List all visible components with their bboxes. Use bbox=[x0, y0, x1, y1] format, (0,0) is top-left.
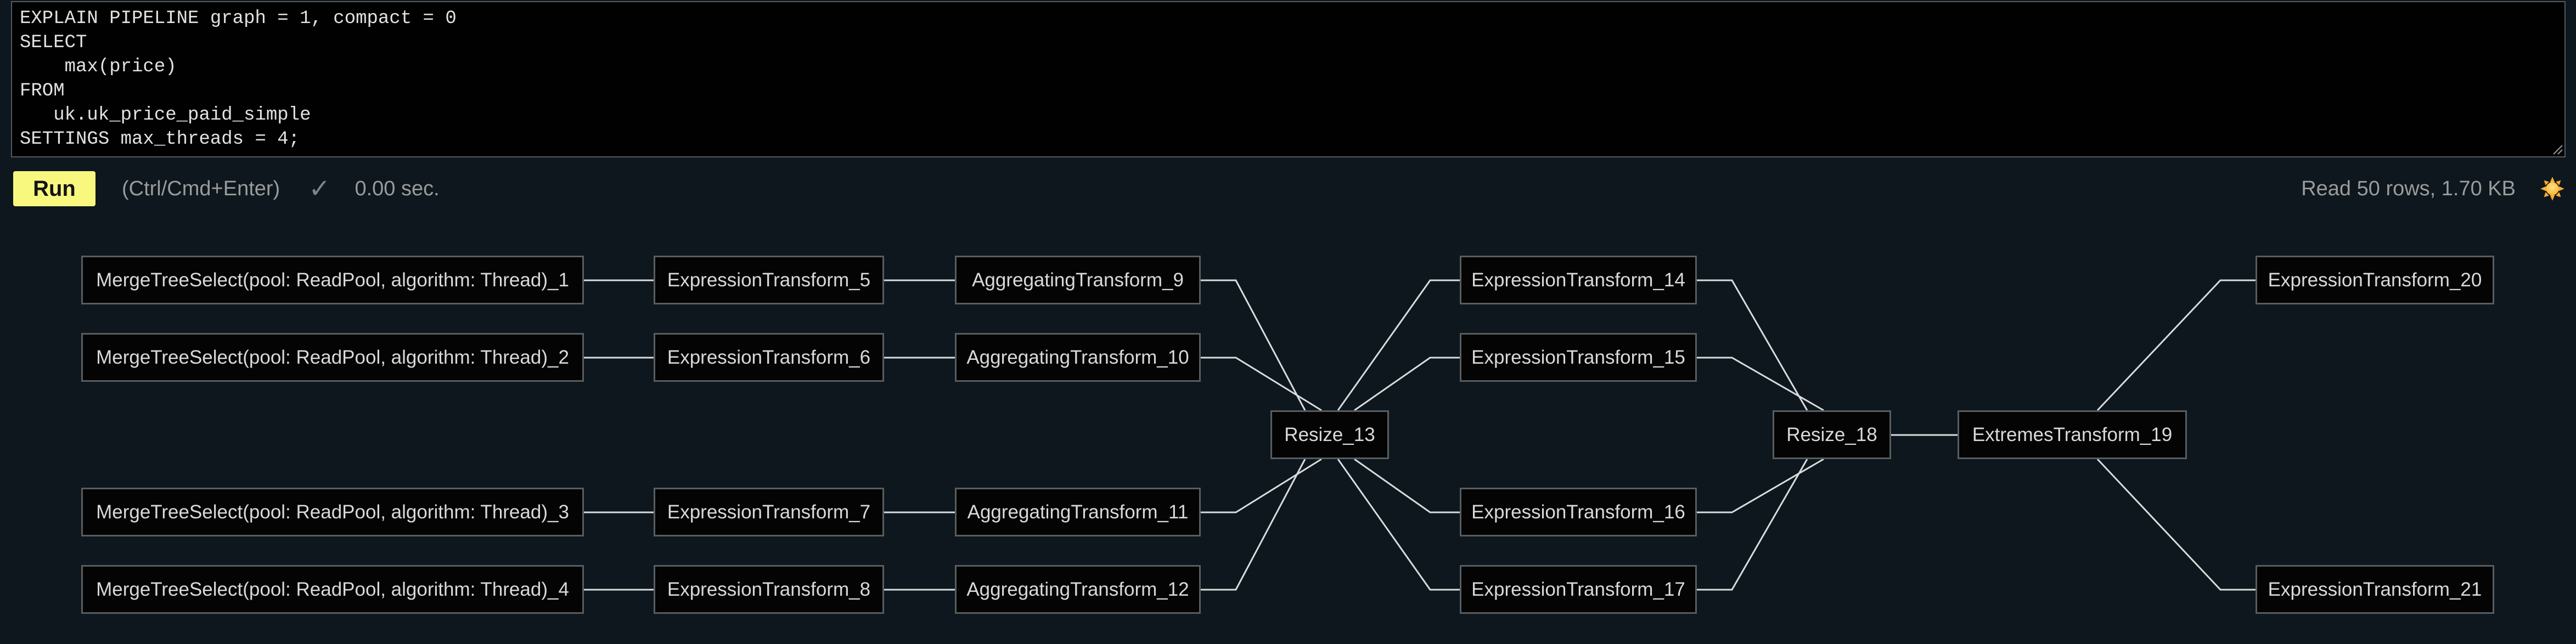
pipeline-edge-ExtremesTransform_19-to-ExpressionTransform_21 bbox=[2096, 458, 2256, 591]
pipeline-node-ExpressionTransform_6: ExpressionTransform_6 bbox=[654, 333, 884, 382]
pipeline-node-MergeTreeSelect_2: MergeTreeSelect(pool: ReadPool, algorith… bbox=[81, 333, 584, 382]
pipeline-edge-AggregatingTransform_11-to-Resize_13 bbox=[1201, 458, 1322, 513]
pipeline-node-ExtremesTransform_19: ExtremesTransform_19 bbox=[1958, 410, 2187, 459]
elapsed-time: 0.00 sec. bbox=[355, 177, 440, 200]
pipeline-node-ExpressionTransform_16: ExpressionTransform_16 bbox=[1460, 488, 1697, 536]
pipeline-edge-Resize_13-to-ExpressionTransform_16 bbox=[1354, 458, 1460, 513]
pipeline-node-AggregatingTransform_11: AggregatingTransform_11 bbox=[955, 488, 1201, 536]
pipeline-node-MergeTreeSelect_3: MergeTreeSelect(pool: ReadPool, algorith… bbox=[81, 488, 584, 536]
pipeline-node-ExpressionTransform_17: ExpressionTransform_17 bbox=[1460, 565, 1697, 614]
pipeline-node-ExpressionTransform_5: ExpressionTransform_5 bbox=[654, 256, 884, 304]
pipeline-node-ExpressionTransform_15: ExpressionTransform_15 bbox=[1460, 333, 1697, 382]
pipeline-node-Resize_13: Resize_13 bbox=[1270, 410, 1389, 459]
pipeline-edge-Resize_13-to-ExpressionTransform_14 bbox=[1337, 279, 1460, 411]
pipeline-node-AggregatingTransform_10: AggregatingTransform_10 bbox=[955, 333, 1201, 382]
pipeline-node-Resize_18: Resize_18 bbox=[1773, 410, 1891, 459]
success-check-icon: ✓ bbox=[308, 174, 331, 204]
run-button[interactable]: Run bbox=[13, 171, 95, 206]
pipeline-edge-ExtremesTransform_19-to-ExpressionTransform_20 bbox=[2096, 279, 2256, 411]
pipeline-edge-AggregatingTransform_9-to-Resize_13 bbox=[1201, 279, 1306, 411]
pipeline-edge-ExpressionTransform_14-to-Resize_18 bbox=[1697, 279, 1808, 411]
pipeline-edge-Resize_13-to-ExpressionTransform_17 bbox=[1337, 459, 1460, 591]
sql-query-editor[interactable]: EXPLAIN PIPELINE graph = 1, compact = 0 … bbox=[11, 1, 2566, 157]
pipeline-node-ExpressionTransform_8: ExpressionTransform_8 bbox=[654, 565, 884, 614]
pipeline-node-AggregatingTransform_9: AggregatingTransform_9 bbox=[955, 256, 1201, 304]
pipeline-edge-ExpressionTransform_15-to-Resize_18 bbox=[1697, 357, 1824, 411]
pipeline-node-AggregatingTransform_12: AggregatingTransform_12 bbox=[955, 565, 1201, 614]
pipeline-edge-ExpressionTransform_17-to-Resize_18 bbox=[1697, 459, 1808, 591]
pipeline-node-ExpressionTransform_21: ExpressionTransform_21 bbox=[2256, 565, 2494, 614]
shortcut-hint: (Ctrl/Cmd+Enter) bbox=[122, 177, 280, 200]
read-stats: Read 50 rows, 1.70 KB bbox=[2301, 177, 2516, 200]
pipeline-edge-Resize_13-to-ExpressionTransform_15 bbox=[1354, 357, 1460, 411]
pipeline-node-MergeTreeSelect_1: MergeTreeSelect(pool: ReadPool, algorith… bbox=[81, 256, 584, 304]
pipeline-node-ExpressionTransform_20: ExpressionTransform_20 bbox=[2256, 256, 2494, 304]
sql-code: EXPLAIN PIPELINE graph = 1, compact = 0 … bbox=[20, 8, 457, 150]
pipeline-node-ExpressionTransform_7: ExpressionTransform_7 bbox=[654, 488, 884, 536]
toolbar: Run (Ctrl/Cmd+Enter) ✓ 0.00 sec. Read 50… bbox=[0, 163, 2576, 214]
textarea-resize-handle-icon[interactable] bbox=[2549, 141, 2563, 155]
pipeline-edge-AggregatingTransform_10-to-Resize_13 bbox=[1201, 357, 1322, 411]
theme-toggle-sun-icon[interactable] bbox=[2540, 176, 2565, 201]
pipeline-node-MergeTreeSelect_4: MergeTreeSelect(pool: ReadPool, algorith… bbox=[81, 565, 584, 614]
pipeline-node-ExpressionTransform_14: ExpressionTransform_14 bbox=[1460, 256, 1697, 304]
pipeline-edge-ExpressionTransform_16-to-Resize_18 bbox=[1697, 458, 1824, 513]
pipeline-edge-AggregatingTransform_12-to-Resize_13 bbox=[1201, 459, 1306, 591]
